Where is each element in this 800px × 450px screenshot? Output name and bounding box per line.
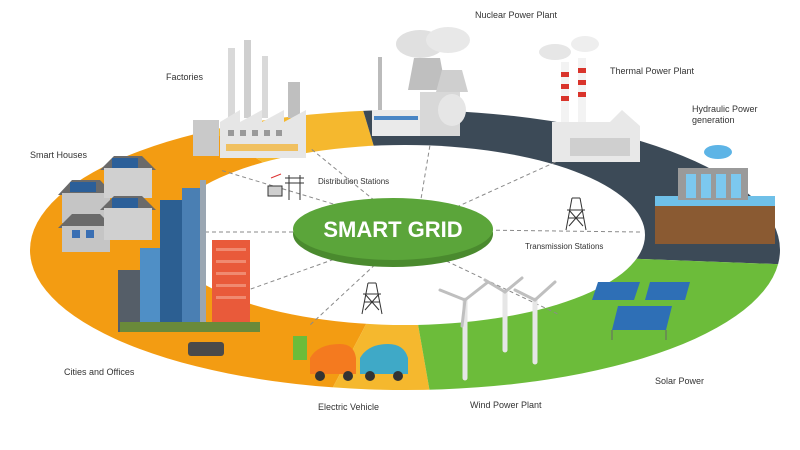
thermal-plant-icon — [539, 36, 640, 162]
factory-icon — [193, 40, 306, 158]
transmission-tower-icon — [565, 197, 587, 231]
solar-power-label: Solar Power — [655, 376, 705, 386]
wind-turbine-icon — [438, 276, 557, 381]
center-node: SMART GRID — [293, 198, 493, 267]
distribution-station-icon — [267, 173, 304, 200]
smart-houses-label: Smart Houses — [30, 150, 88, 160]
distribution-stations-label: Distribution Stations — [318, 177, 389, 186]
nuclear-power-plant-label: Nuclear Power Plant — [475, 10, 558, 20]
electric-car-icon — [293, 336, 408, 381]
city-building-icon — [118, 180, 260, 356]
hydro-dam-icon — [655, 145, 775, 244]
thermal-power-plant-label: Thermal Power Plant — [610, 66, 695, 76]
nuclear-plant-icon — [372, 27, 470, 136]
transmission-tower-icon — [361, 282, 383, 315]
center-ellipse — [293, 198, 493, 260]
factories-label: Factories — [166, 72, 204, 82]
solar-panel-icon — [592, 282, 690, 340]
wind-power-plant-label: Wind Power Plant — [470, 400, 542, 410]
hydraulic-power-generation-label: Hydraulic Power generation — [692, 104, 758, 125]
center-title: SMART GRID — [323, 217, 462, 242]
cities-and-offices-label: Cities and Offices — [64, 367, 135, 377]
electric-vehicle-label: Electric Vehicle — [318, 402, 380, 412]
transmission-stations-label: Transmission Stations — [525, 242, 603, 251]
smart-house-icon — [58, 156, 156, 252]
